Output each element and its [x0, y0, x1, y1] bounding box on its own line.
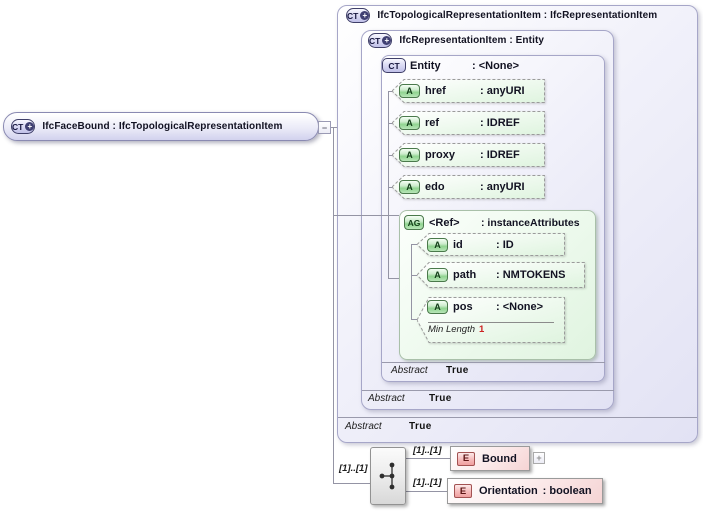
- connector-line: [331, 127, 337, 128]
- outer-box-title: IfcTopologicalRepresentationItem : IfcRe…: [377, 10, 658, 21]
- connector-line: [406, 458, 450, 459]
- element-box-bound[interactable]: E Bound: [450, 446, 530, 471]
- cardinality-label: [1]..[1]: [413, 445, 442, 456]
- attribute-row-edo[interactable]: A edo : anyURI: [392, 175, 545, 199]
- expand-icon[interactable]: +: [533, 452, 545, 464]
- divider-line: [338, 417, 697, 418]
- repr-box-title: IfcRepresentationItem : Entity: [399, 35, 545, 46]
- connector-stub: [411, 275, 417, 276]
- entity-name: Entity: [410, 59, 441, 72]
- complex-type-icon: CT+: [368, 33, 393, 48]
- abstract-value: True: [446, 365, 469, 376]
- outer-box-header: CT+ IfcTopologicalRepresentationItem : I…: [346, 8, 657, 23]
- connector-stub: [411, 244, 417, 245]
- facet-divider: [428, 322, 554, 323]
- complex-type-icon: CT: [382, 58, 406, 73]
- connector-trunk: [333, 127, 334, 484]
- attribute-icon: A: [399, 84, 420, 98]
- connector-stub: [388, 155, 393, 156]
- connector-stub: [388, 91, 393, 92]
- attribute-group-name: <Ref>: [429, 216, 460, 229]
- complex-type-icon: CT+: [11, 119, 36, 134]
- connector-line: [333, 483, 370, 484]
- attribute-icon: A: [427, 237, 448, 252]
- abstract-label: Abstract: [368, 393, 405, 404]
- attribute-row-id[interactable]: A id : ID: [417, 233, 565, 256]
- attribute-icon: A: [427, 268, 448, 282]
- attribute-group-type: : instanceAttributes: [481, 216, 580, 229]
- collapse-icon[interactable]: −: [318, 121, 331, 134]
- abstract-value: True: [409, 421, 432, 432]
- cardinality-label: [1]..[1]: [413, 477, 442, 488]
- attribute-row-ref[interactable]: A ref : IDREF: [392, 111, 545, 135]
- connector-stub: [388, 123, 393, 124]
- connector-line: [406, 491, 447, 492]
- attribute-row-pos[interactable]: A pos : <None> Min Length 1: [417, 297, 565, 343]
- attribute-icon: A: [427, 300, 448, 314]
- attribute-icon: A: [399, 116, 420, 130]
- complex-type-icon: CT+: [346, 8, 371, 23]
- abstract-value: True: [429, 393, 452, 404]
- sequence-icon: [379, 462, 395, 490]
- element-box-orientation[interactable]: E Orientation : boolean: [447, 478, 603, 504]
- connector-stub: [388, 278, 399, 279]
- attribute-row-proxy[interactable]: A proxy : IDREF: [392, 143, 545, 167]
- connector-line: [333, 215, 399, 216]
- attribute-group-icon: AG: [404, 215, 424, 230]
- attribute-group-header: AG <Ref> : instanceAttributes: [404, 215, 580, 230]
- ag-attr-trunk: [411, 244, 412, 320]
- entity-type: : <None>: [472, 59, 520, 72]
- plus-badge-icon: +: [382, 36, 392, 45]
- attribute-icon: A: [399, 148, 420, 162]
- cardinality-label: [1]..[1]: [339, 463, 368, 474]
- sequence-compositor[interactable]: [370, 447, 406, 505]
- attribute-icon: A: [399, 180, 420, 194]
- facet-value: 1: [479, 324, 485, 335]
- entity-box-header: CT Entity : <None>: [382, 58, 519, 73]
- root-box-title: IfcFaceBound : IfcTopologicalRepresentat…: [42, 121, 283, 132]
- connector-stub: [411, 319, 417, 320]
- plus-badge-icon: +: [360, 11, 370, 20]
- repr-box-header: CT+ IfcRepresentationItem : Entity: [368, 33, 544, 48]
- entity-attr-trunk: [388, 91, 389, 279]
- connector-stub: [388, 187, 393, 188]
- abstract-label: Abstract: [391, 365, 428, 376]
- complex-type-box-ifcfacebound[interactable]: CT+ IfcFaceBound : IfcTopologicalReprese…: [3, 112, 319, 141]
- element-icon: E: [454, 484, 472, 498]
- divider-line: [362, 390, 614, 391]
- divider-line: [382, 362, 605, 363]
- element-icon: E: [457, 451, 475, 466]
- facet-label: Min Length: [428, 324, 476, 335]
- attribute-row-path[interactable]: A path : NMTOKENS: [417, 262, 585, 288]
- attribute-row-href[interactable]: A href : anyURI: [392, 79, 545, 103]
- plus-badge-icon: +: [25, 122, 35, 131]
- abstract-label: Abstract: [345, 421, 382, 432]
